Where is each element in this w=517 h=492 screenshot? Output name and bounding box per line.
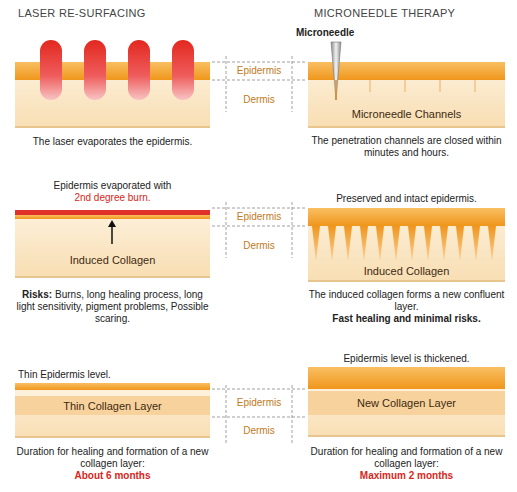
text-group: Dermis: [226, 425, 292, 437]
caption-text: Preserved and intact epidermis.: [336, 193, 477, 204]
text-group: Epidermis: [226, 65, 292, 77]
guide-line: [212, 80, 306, 81]
guide-line: [212, 62, 306, 63]
caption-text: The penetration channels are closed with…: [311, 135, 501, 158]
text-group: Epidermis: [226, 397, 292, 409]
caption-text: Fast healing and minimal risks.: [308, 313, 505, 325]
layer-label: Induced Collagen: [308, 265, 505, 278]
caption-text: Duration for healing and formation of a …: [15, 446, 210, 470]
caption-text: Epidermis: [237, 211, 281, 222]
layer-label: Thin Collagen Layer: [15, 400, 210, 413]
guide-line: [226, 385, 227, 444]
layer-label: Microneedle Channels: [308, 108, 505, 121]
caption-text: Epidermis level is thickened.: [343, 353, 469, 364]
skin-panel: Thin Collagen Layer: [15, 383, 210, 438]
caption-text: 2nd degree burn.: [15, 192, 210, 204]
text-group: Dermis: [226, 240, 292, 252]
text-group: Duration for healing and formation of a …: [15, 446, 210, 482]
guide-line: [212, 417, 306, 418]
layer-label: Induced Collagen: [15, 254, 210, 267]
caption-text: LASER RE-SURFACING: [18, 7, 146, 19]
text-group: MICRONEEDLE THERAPY: [314, 7, 514, 20]
caption-text: Epidermis: [237, 397, 281, 408]
skin-panel: Induced Collagen: [15, 210, 210, 278]
text-group: Risks:Burns, long healing process, long …: [15, 289, 210, 325]
caption-text: Thin Epidermis level.: [18, 369, 111, 380]
guide-line: [212, 226, 306, 227]
guide-line: [226, 202, 227, 258]
caption-text: Microneedle: [296, 27, 354, 38]
guide-lines: [212, 56, 306, 444]
text-group: Preserved and intact epidermis.: [308, 193, 505, 205]
caption-text: Duration for healing and formation of a …: [308, 446, 505, 470]
caption-text: MICRONEEDLE THERAPY: [314, 7, 455, 19]
caption-text: Dermis: [243, 94, 275, 105]
caption-text: About 6 months: [15, 470, 210, 482]
guide-line: [212, 208, 306, 209]
guide-line: [212, 389, 306, 390]
caption-text: Dermis: [243, 425, 275, 436]
caption-text: The laser evaporates the epidermis.: [33, 136, 193, 147]
guide-line: [292, 202, 293, 258]
text-group: LASER RE-SURFACING: [18, 7, 218, 20]
caption-text: Risks:: [22, 289, 52, 300]
dermis-layer: [15, 62, 210, 128]
text-group: Epidermis evaporated with2nd degree burn…: [15, 180, 210, 204]
text-group: Epidermis: [226, 211, 292, 223]
guide-line: [292, 385, 293, 444]
skin-panel: Microneedle Channels: [308, 62, 505, 128]
text-group: Dermis: [226, 94, 292, 106]
caption-text: Dermis: [243, 240, 275, 251]
text-group: The induced collagen forms a new conflue…: [308, 289, 505, 325]
laser-beam: [128, 40, 150, 100]
skin-panel: Induced Collagen: [308, 208, 505, 282]
text-group: Epidermis level is thickened.: [308, 353, 505, 365]
text-group: Thin Epidermis level.: [18, 369, 208, 381]
laser-beam: [40, 40, 62, 100]
text-group: The penetration channels are closed with…: [308, 135, 505, 159]
skin-panel: New Collagen Layer: [308, 367, 505, 437]
laser-beam: [84, 40, 106, 100]
caption-text: Epidermis evaporated with: [15, 180, 210, 192]
text-group: The laser evaporates the epidermis.: [15, 136, 210, 148]
text-group: Microneedle: [296, 27, 376, 39]
panel-edge: [15, 126, 210, 128]
caption-text: Maximum 2 months: [308, 470, 505, 482]
caption-text: Epidermis: [237, 65, 281, 76]
caption-text: The induced collagen forms a new conflue…: [308, 289, 505, 313]
layer-label: New Collagen Layer: [308, 397, 505, 410]
guide-line: [292, 56, 293, 112]
guide-line: [226, 56, 227, 112]
epidermis-layer: [15, 62, 210, 80]
text-group: Duration for healing and formation of a …: [308, 446, 505, 482]
laser-beam: [172, 40, 194, 100]
